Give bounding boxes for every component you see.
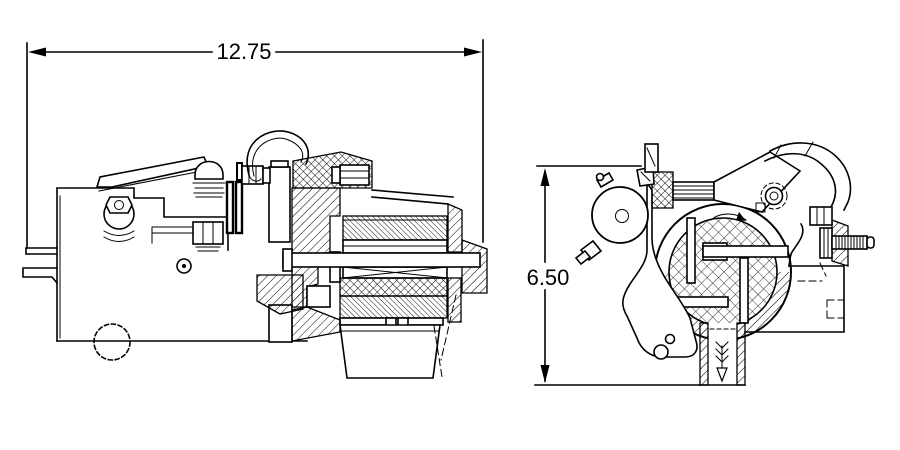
inlet-protrusion-lower: [22, 267, 59, 285]
pump-body: [22, 187, 308, 361]
mounting-bracket: [622, 180, 698, 360]
shaft-hub: [282, 248, 293, 272]
center-shaft: [282, 252, 481, 268]
filter-element-lower-band: [339, 277, 448, 297]
side-view: 12.75: [22, 39, 488, 379]
filter-cover: [574, 166, 655, 266]
hose-fitting: [809, 206, 833, 226]
mounting-flange: [268, 160, 293, 343]
slot-vertical-right: [739, 257, 749, 324]
outlet-hex-fitting: [151, 221, 224, 274]
pivot-bolt-head: [105, 196, 133, 214]
outlet-tube: [699, 322, 746, 386]
bracket-hole-small: [664, 333, 676, 345]
dimension-arrow-up-icon: [540, 168, 550, 186]
sediment-bowl: [339, 294, 457, 379]
end-view: 6.50: [527, 141, 875, 386]
flange-bolt: [241, 165, 271, 185]
lower-casting-section: [256, 274, 304, 315]
filter-element-lower: [339, 295, 448, 319]
bracket-eye-hole: [764, 186, 784, 206]
height-dimension-label: 6.50: [527, 265, 570, 290]
wire-bail: [246, 130, 310, 182]
mounting-gasket: [225, 162, 244, 235]
inlet-protrusion: [25, 247, 58, 255]
threaded-rod: [672, 181, 715, 201]
dimension-arrow-right-icon: [464, 47, 482, 57]
slot-horizontal-upper: [702, 245, 789, 258]
phantom-circle: [93, 323, 131, 361]
width-dimension-label: 12.75: [216, 39, 271, 64]
height-dimension: 6.50: [527, 143, 746, 386]
filter-canister: [256, 151, 488, 379]
slot-vertical-left: [686, 217, 696, 284]
dimension-arrow-down-icon: [540, 365, 550, 383]
flow-arrow-icon: [715, 341, 729, 383]
width-dimension: 12.75: [26, 39, 484, 249]
bowl-support-band: [291, 306, 341, 342]
stud-bolt: [819, 219, 875, 267]
casting-notch: [306, 285, 331, 308]
canister-wall-right-upper: [447, 203, 463, 253]
clamp-block: [651, 171, 674, 209]
dimension-arrow-left-icon: [28, 47, 46, 57]
top-fitting-assembly: [651, 141, 852, 226]
body-panel: [744, 222, 845, 333]
cap-nut-fitting: [192, 160, 226, 198]
bracket-hole-large: [653, 344, 669, 360]
inlet-hose: [763, 141, 852, 226]
